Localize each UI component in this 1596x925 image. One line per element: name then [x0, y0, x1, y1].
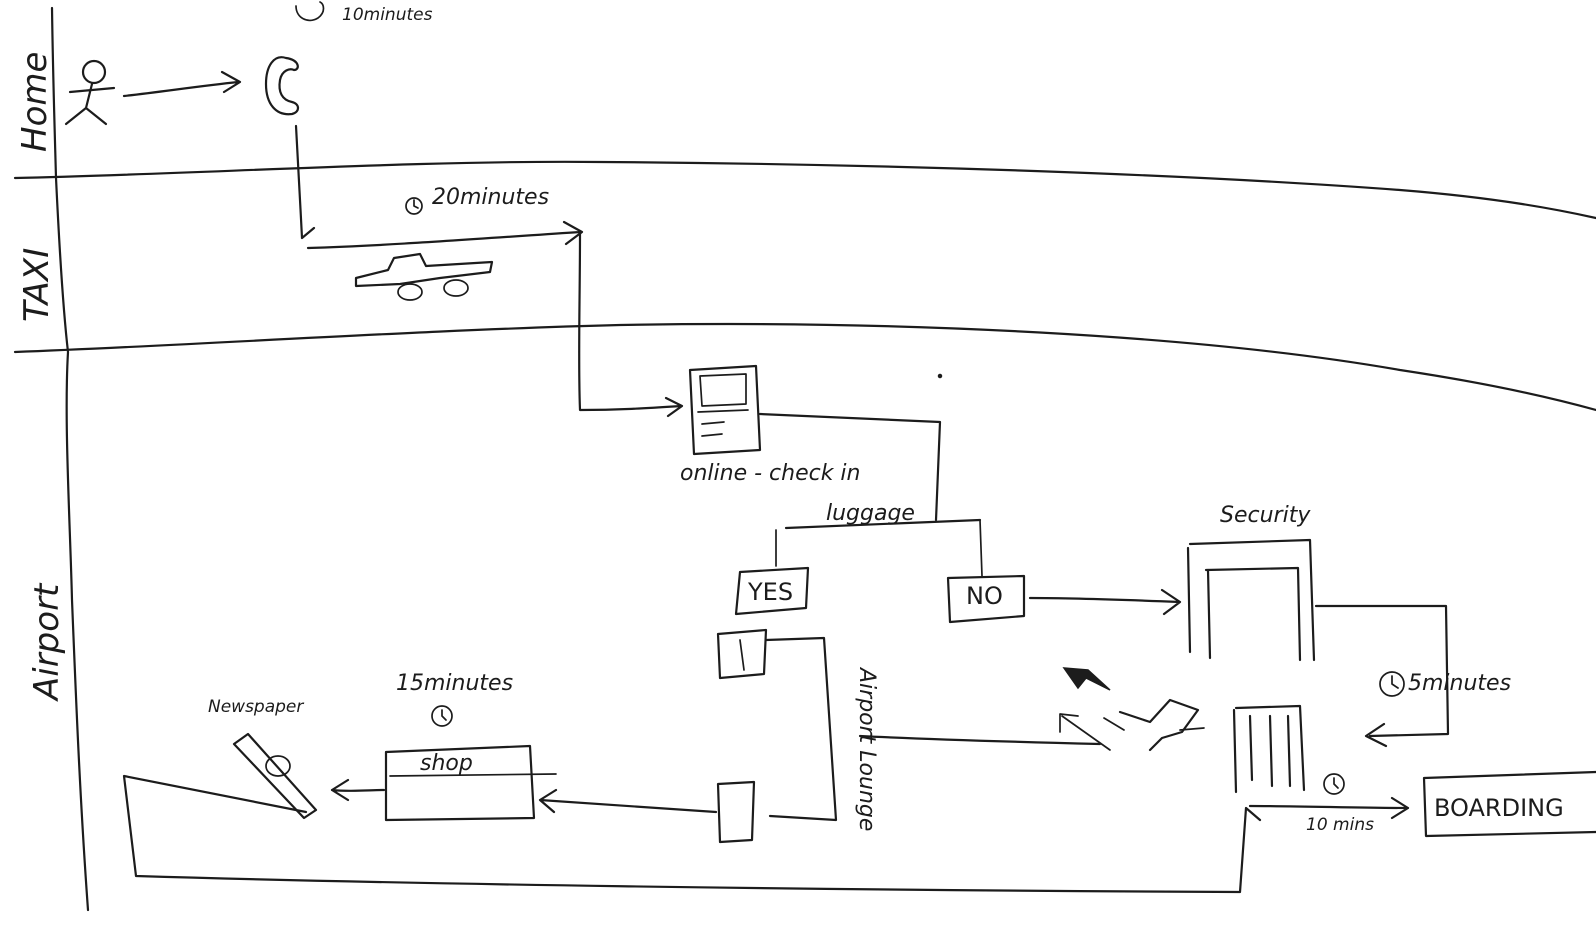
flow-to-lounge — [766, 638, 836, 820]
taxi-car-icon — [356, 254, 492, 300]
chair-icon — [1104, 700, 1204, 750]
airport-lounge-label: Airport Lounge — [854, 666, 879, 831]
newspaper-label: Newspaper — [208, 697, 304, 717]
lane-label-airport: Airport — [27, 582, 67, 702]
flow-loop-to-boarding — [124, 776, 1260, 892]
clock-icon-boarding — [1324, 774, 1344, 794]
flow-phone-to-taxi — [296, 126, 314, 238]
flow-gate-to-lounge — [860, 736, 1100, 744]
yes-label: YES — [747, 578, 793, 606]
no-label: NO — [966, 582, 1003, 610]
arrow-taxi-ride — [308, 222, 582, 248]
arrow-shop-to-newspaper — [332, 780, 384, 800]
airplane-icon — [1064, 668, 1110, 690]
lounge-entry-box — [718, 782, 754, 842]
phone-icon — [266, 57, 298, 114]
person-icon — [66, 61, 114, 124]
lane-label-taxi: TAXI — [17, 248, 57, 322]
arrow-lounge-to-shop — [540, 790, 716, 812]
checkin-label: online - check in — [680, 461, 861, 486]
boarding-label: BOARDING — [1434, 794, 1564, 822]
online-checkin-device-icon — [690, 366, 760, 454]
flow-to-no — [980, 520, 982, 576]
arrow-no-to-security — [1030, 590, 1180, 614]
departure-gate-icon — [1234, 706, 1304, 792]
boarding-time-label: 10 mins — [1306, 815, 1374, 835]
clock-icon-home — [296, 2, 324, 20]
clock-icon-security — [1380, 672, 1404, 696]
clock-icon-taxi — [406, 198, 422, 214]
lane-label-home: Home — [15, 52, 55, 152]
home-time-label: 10minutes — [342, 5, 433, 25]
security-gate-icon — [1188, 540, 1314, 660]
arrow-person-to-phone — [124, 72, 240, 96]
security-time-label: 5minutes — [1408, 671, 1511, 696]
taxi-time-label: 20minutes — [432, 185, 549, 210]
clock-icon-shop — [432, 706, 452, 726]
security-label: Security — [1220, 503, 1311, 528]
lane-borders — [15, 8, 1596, 910]
shop-time-label: 15minutes — [396, 671, 513, 696]
shop-label: shop — [420, 751, 473, 776]
dot-mark — [939, 375, 942, 378]
